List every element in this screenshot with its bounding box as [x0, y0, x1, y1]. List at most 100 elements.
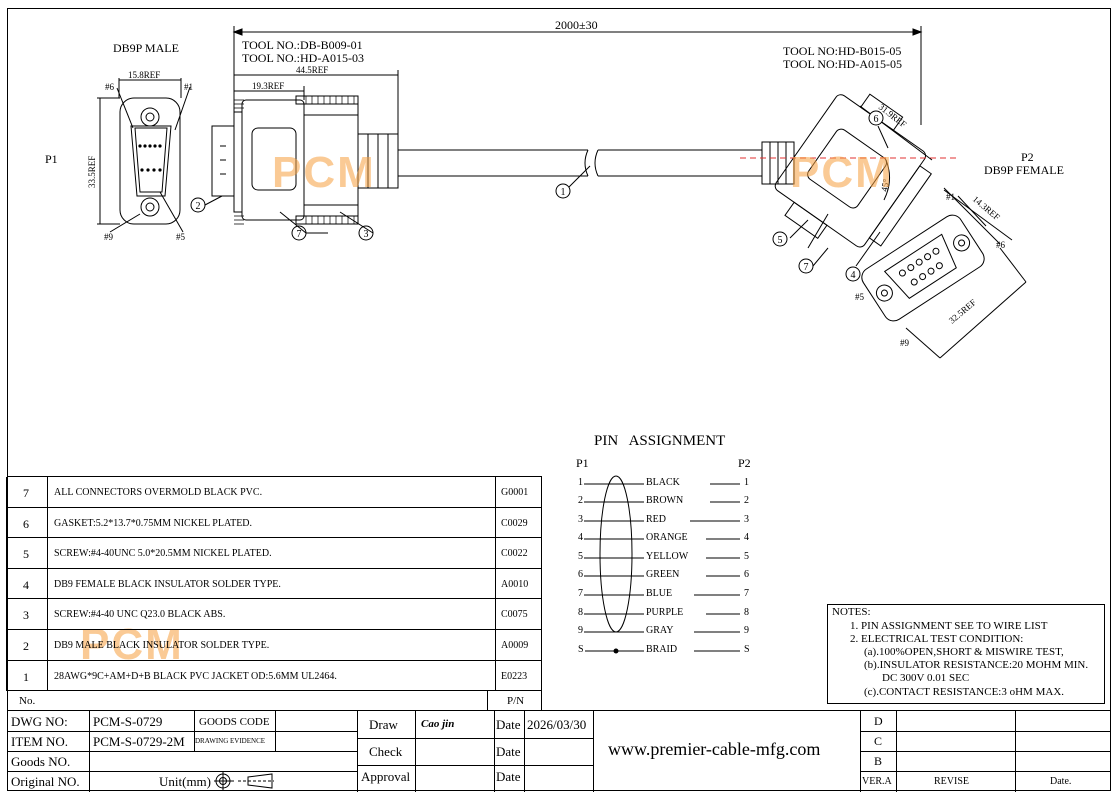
pin-wire-color: YELLOW — [645, 551, 690, 562]
bom-row-description: GASKET:5.2*13.7*0.75MM NICKEL PLATED. — [54, 517, 253, 529]
bom-row-part-number: E0223 — [501, 670, 528, 682]
bom-row-description: DB9 FEMALE BLACK INSULATOR SOLDER TYPE. — [54, 578, 281, 590]
drawing-evidence-label: DRAWING EVIDENCE — [195, 737, 266, 745]
pin-assignment-p2: P2 — [738, 456, 751, 470]
approval-label: Approval — [361, 769, 411, 784]
dim-14-3: 14.3REF — [971, 194, 1002, 222]
balloon-6 — [868, 110, 884, 126]
pin-right-number: 8 — [743, 607, 750, 618]
pin-right-number: 1 — [743, 477, 750, 488]
pin-assignment-p1: P1 — [576, 456, 589, 470]
pin-left-number: 8 — [577, 607, 584, 618]
bom-row-description: SCREW:#4-40 UNC Q23.0 BLACK ABS. — [54, 609, 226, 621]
dwg-no-label: DWG NO: — [11, 714, 68, 729]
bom-row-description: DB9 MALE BLACK INSULATOR SOLDER TYPE. — [54, 640, 270, 651]
rev-b: B — [874, 754, 883, 768]
bom-row-no: 6 — [23, 516, 29, 531]
ver-label: VER.A — [862, 776, 892, 787]
date-column-label: Date. — [1050, 776, 1072, 787]
bom-row-no: 5 — [23, 547, 29, 562]
pin-wire-color: ORANGE — [645, 532, 689, 543]
balloon-1-label: 1 — [561, 187, 566, 198]
bom-pn-header: P/N — [507, 695, 525, 707]
dim-32-5: 32.5REF — [947, 297, 978, 325]
dim-44-5: 44.5REF — [296, 65, 328, 75]
pin-right-number: 9 — [743, 625, 750, 636]
notes-line-1: 1. PIN ASSIGNMENT SEE TO WIRE LIST — [850, 620, 1048, 632]
bom-row-no: 7 — [23, 486, 29, 500]
pin-wire-color: GREEN — [645, 569, 681, 580]
pin-right-number: S — [743, 644, 751, 655]
p2-pin-1: #1 — [946, 192, 955, 202]
p1-connector-title: DB9P MALE — [113, 41, 179, 55]
pin-wire-color: BLUE — [645, 588, 674, 599]
original-no-label: Original NO. — [11, 774, 80, 789]
bom-row-part-number: C0029 — [501, 517, 528, 529]
goods-code-label: GOODS CODE — [199, 716, 270, 728]
pin-assignment-title: PIN ASSIGNMENT — [594, 433, 726, 449]
angle-45: 45° — [879, 178, 891, 193]
dwg-no-value: PCM-S-0729 — [93, 714, 163, 729]
bom-row: 5 SCREW:#4-40UNC 5.0*20.5MM NICKEL PLATED… — [7, 538, 542, 569]
bom-row-no: 3 — [23, 608, 29, 623]
pin-wire-color: BLACK — [645, 477, 681, 488]
balloon-7-right-label: 7 — [804, 262, 809, 273]
p1-label: P1 — [45, 152, 58, 166]
pin-left-number: 1 — [577, 477, 584, 488]
bom-row-part-number: G0001 — [501, 487, 529, 498]
rev-d: D — [874, 714, 883, 728]
balloon-2-label: 2 — [196, 201, 201, 212]
tool-right-1: TOOL NO:HD-B015-05 — [783, 44, 901, 58]
draw-date-value: 2026/03/30 — [527, 717, 587, 732]
dim-15-8: 15.8REF — [128, 70, 160, 80]
pin-right-number: 6 — [743, 569, 750, 580]
dim-33-5: 33.5REF — [87, 156, 97, 188]
revise-label: REVISE — [934, 776, 969, 787]
drawing-frame — [7, 8, 1111, 791]
pin-left-number: 2 — [577, 495, 584, 506]
bom-row-part-number: A0010 — [501, 578, 529, 590]
p2-pin-5: #5 — [855, 292, 865, 302]
bom-row-description: 28AWG*9C+AM+D+B BLACK PVC JACKET OD:5.6M… — [54, 670, 337, 682]
balloon-4 — [845, 266, 861, 282]
bom-row-part-number: C0075 — [501, 609, 528, 621]
length-dimension: 2000±30 — [555, 18, 598, 32]
pin-left-number: S — [577, 644, 585, 655]
bom-row-no: 4 — [23, 577, 29, 592]
bom-row: 3 SCREW:#4-40 UNC Q23.0 BLACK ABS. C0075 — [7, 599, 542, 630]
pin-left-number: 6 — [577, 569, 584, 580]
pin-left-number: 4 — [577, 532, 584, 543]
pin-left-number: 3 — [577, 514, 584, 525]
pin-left-number: 7 — [577, 588, 584, 599]
bom-row-description: SCREW:#4-40UNC 5.0*20.5MM NICKEL PLATED. — [54, 548, 272, 560]
notes-line-2: 2. ELECTRICAL TEST CONDITION: — [850, 633, 1024, 645]
check-date-label: Date — [496, 744, 521, 759]
bom-row: 4 DB9 FEMALE BLACK INSULATOR SOLDER TYPE.… — [7, 568, 542, 600]
pin-wire-color: PURPLE — [645, 607, 685, 618]
item-no-value: PCM-S-0729-2M — [93, 734, 185, 749]
tool-left-1: TOOL NO.:DB-B009-01 — [242, 38, 363, 52]
pin-right-number: 5 — [743, 551, 750, 562]
goods-no-label: Goods NO. — [11, 754, 71, 769]
notes-title: NOTES: — [832, 606, 871, 618]
pin-right-number: 7 — [743, 588, 750, 599]
pin-assignment-wires — [584, 475, 740, 654]
p1-pin-1: #1 — [184, 82, 193, 92]
pin-right-number: 4 — [743, 532, 750, 543]
title-block: DWG NO: PCM-S-0729 GOODS CODE ITEM NO. P… — [7, 710, 1111, 792]
bom-row-no: 1 — [23, 669, 29, 684]
projection-symbol — [214, 772, 274, 790]
p2-pin-6: #6 — [996, 240, 1006, 250]
draw-label: Draw — [369, 717, 398, 732]
balloon-6-label: 6 — [874, 114, 879, 125]
notes-box — [827, 604, 1105, 704]
balloon-5-label: 5 — [778, 235, 783, 246]
notes-line-5: DC 300V 0.01 SEC — [882, 672, 970, 684]
balloon-5 — [772, 231, 788, 247]
bom-row-part-number: C0022 — [501, 548, 528, 560]
bom-no-header: No. — [19, 695, 36, 707]
pin-wire-color: RED — [645, 514, 667, 525]
balloon-1 — [555, 183, 571, 199]
